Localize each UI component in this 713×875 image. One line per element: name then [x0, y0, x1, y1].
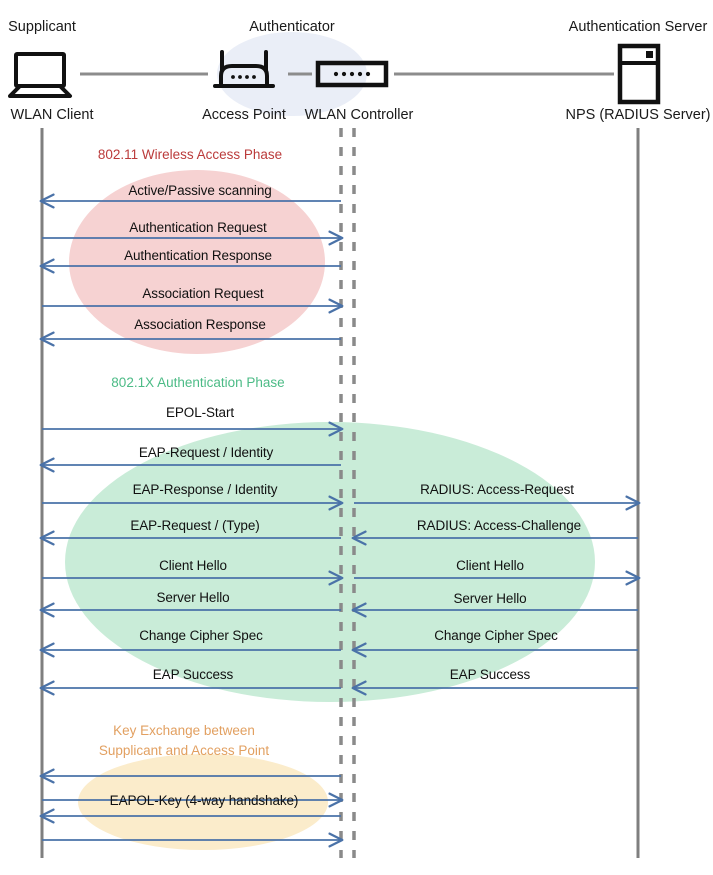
msg-label-active-passive-scanning: Active/Passive scanning — [128, 183, 272, 198]
msg-label-authentication-response: Authentication Response — [124, 248, 272, 263]
laptop-icon — [8, 52, 72, 98]
device-label-wlan-client: WLAN Client — [10, 107, 94, 123]
role-title-supplicant: Supplicant — [8, 19, 76, 35]
role-title-auth-server: Authentication Server — [568, 19, 708, 35]
phase-8021x-ellipse — [65, 422, 595, 702]
msg-label-eap-response-identity: EAP-Response / Identity — [132, 482, 278, 497]
phase-key-line-1: Key Exchange between — [113, 723, 255, 738]
device-label-nps-server: NPS (RADIUS Server) — [565, 107, 711, 123]
phase-key-exchange-ellipse — [78, 754, 328, 850]
phase-key-line-2: Supplicant and Access Point — [98, 742, 270, 758]
device-label-access-point: Access Point — [202, 107, 286, 123]
msg-label-association-response: Association Response — [134, 317, 266, 332]
server-icon — [617, 43, 661, 105]
phase-title-key-exchange: Key Exchange between Supplicant and Acce… — [84, 721, 284, 760]
access-point-icon — [213, 50, 275, 88]
phase-title-8021x: 802.1X Authentication Phase — [111, 375, 285, 390]
msg-label-authentication-request: Authentication Request — [129, 220, 267, 235]
msg-label-eapol-key-handshake: EAPOL-Key (4-way handshake) — [109, 793, 299, 808]
phase-80211-ellipse — [69, 170, 325, 354]
msg-label-association-request: Association Request — [142, 286, 264, 301]
msg-label-eap-request-identity: EAP-Request / Identity — [138, 445, 274, 460]
wlan-controller-icon — [315, 60, 389, 88]
phase-title-80211: 802.11 Wireless Access Phase — [97, 147, 283, 162]
msg-label-change-cipher-left: Change Cipher Spec — [139, 628, 263, 643]
role-title-authenticator: Authenticator — [249, 19, 335, 35]
msg-label-change-cipher-right: Change Cipher Spec — [434, 628, 558, 643]
msg-label-radius-access-challenge: RADIUS: Access-Challenge — [416, 518, 582, 533]
msg-label-eap-success-left: EAP Success — [152, 667, 234, 682]
msg-label-server-hello-left: Server Hello — [156, 590, 230, 605]
msg-label-eap-success-right: EAP Success — [449, 667, 531, 682]
msg-label-eap-request-type: EAP-Request / (Type) — [130, 518, 260, 533]
msg-label-server-hello-right: Server Hello — [453, 591, 527, 606]
msg-label-radius-access-request: RADIUS: Access-Request — [420, 482, 574, 497]
msg-label-client-hello-left: Client Hello — [159, 558, 227, 573]
device-label-wlan-controller: WLAN Controller — [304, 107, 414, 123]
msg-label-eapol-start: EPOL-Start — [165, 405, 235, 420]
msg-label-client-hello-right: Client Hello — [456, 558, 524, 573]
